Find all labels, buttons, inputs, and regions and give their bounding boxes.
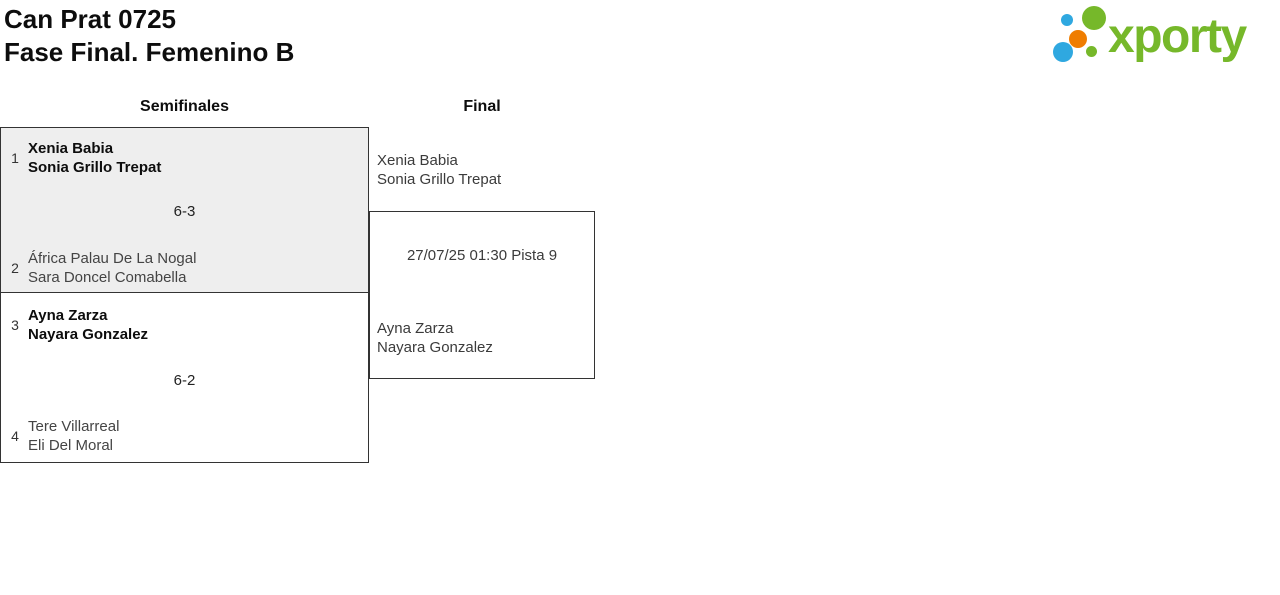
player-name: Nayara Gonzalez <box>28 326 149 343</box>
final-team-top: Xenia Babia Sonia Grillo Trepat <box>377 151 501 189</box>
team-names: Ayna Zarza Nayara Gonzalez <box>28 306 148 344</box>
seed-number: 2 <box>11 260 19 276</box>
semifinal-2-box: 3 Ayna Zarza Nayara Gonzalez 6-2 4 Tere … <box>0 292 369 463</box>
column-header-final: Final <box>463 98 501 115</box>
player-name: Tere Villarreal <box>28 418 120 435</box>
team-names: Xenia Babia Sonia Grillo Trepat <box>28 139 161 177</box>
player-name: África Palau De La Nogal <box>28 250 197 267</box>
team-names: Tere Villarreal Eli Del Moral <box>28 417 119 455</box>
team-entry-seed-2: 2 África Palau De La Nogal Sara Doncel C… <box>8 249 196 287</box>
final-schedule: 27/07/25 01:30 Pista 9 <box>406 247 558 264</box>
team-entry-seed-4: 4 Tere Villarreal Eli Del Moral <box>8 417 119 455</box>
match-score: 6-2 <box>173 372 196 389</box>
player-name: Sara Doncel Comabella <box>28 269 187 286</box>
player-name: Xenia Babia <box>377 152 458 169</box>
player-name: Sonia Grillo Trepat <box>28 159 162 176</box>
phase-title: Fase Final. Femenino B <box>4 37 295 67</box>
tournament-title: Can Prat 0725 <box>4 4 176 34</box>
player-name: Ayna Zarza <box>377 320 454 337</box>
seed-number: 3 <box>11 317 19 333</box>
column-header-semifinals: Semifinales <box>140 98 229 115</box>
logo-dot-blue-small-icon <box>1061 14 1073 26</box>
final-match-box <box>369 211 595 379</box>
xporty-logo[interactable]: xporty <box>1050 0 1280 70</box>
player-name: Nayara Gonzalez <box>377 339 493 356</box>
logo-dot-green-big-icon <box>1082 6 1106 30</box>
match-score: 6-3 <box>173 203 196 220</box>
team-entry-seed-3: 3 Ayna Zarza Nayara Gonzalez <box>8 306 148 344</box>
page-title: Can Prat 0725 Fase Final. Femenino B <box>4 3 294 69</box>
team-names: África Palau De La Nogal Sara Doncel Com… <box>28 249 196 287</box>
semifinal-1-box: 1 Xenia Babia Sonia Grillo Trepat 6-3 2 … <box>0 127 369 293</box>
player-name: Xenia Babia <box>28 140 114 157</box>
seed-number: 4 <box>11 428 19 444</box>
logo-dot-blue-big-icon <box>1053 42 1073 62</box>
player-name: Eli Del Moral <box>28 437 114 454</box>
final-team-bottom: Ayna Zarza Nayara Gonzalez <box>377 319 493 357</box>
logo-wordmark: xporty <box>1108 10 1247 63</box>
player-name: Sonia Grillo Trepat <box>377 171 502 188</box>
logo-dot-green-small-icon <box>1086 46 1097 57</box>
team-entry-seed-1: 1 Xenia Babia Sonia Grillo Trepat <box>8 139 161 177</box>
seed-number: 1 <box>11 150 19 166</box>
logo-dot-orange-icon <box>1069 30 1087 48</box>
player-name: Ayna Zarza <box>28 307 108 324</box>
